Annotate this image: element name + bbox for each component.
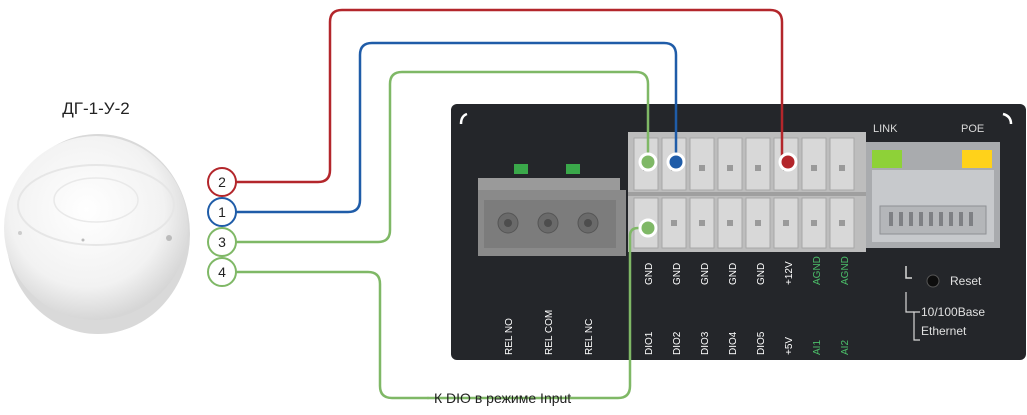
connection-dot-blue [666,152,686,172]
terminal-release-icon [811,220,817,226]
top-pin-labels: GND GND GND GND GND +12V AGND AGND [644,256,851,285]
relay-label-no: REL NO [504,318,515,355]
wire-number-1: 1 [218,204,226,220]
bottom-pin-labels: DIO1 DIO2 DIO3 DIO4 DIO5 +5V AI1 AI2 [644,331,851,355]
wire-number-4: 4 [218,264,226,280]
terminal-release-icon [727,165,733,171]
terminal-release-icon [699,220,705,226]
smoke-detector: ДГ-1-У-2 [4,99,190,334]
terminal-cell [717,137,743,191]
ethernet-port: LINK POE [866,123,1000,248]
terminal-cell [717,197,743,249]
wire-numbers: 2 1 3 4 [207,167,237,287]
terminal-release-icon [699,165,705,171]
detector-body [4,136,188,320]
wire-green-3 [234,70,650,244]
wire-red [234,8,784,184]
relay-green-tab [514,164,528,174]
detector-led-icon [166,235,172,241]
ethernet-label-1: 10/100Base [921,305,985,319]
io-block-divider [628,192,866,196]
controller-board: GND GND GND GND GND +12V AGND AGND DIO1 … [451,104,1026,360]
io-terminal-block [628,132,866,252]
ethernet-contacts [889,212,973,226]
ethernet-label-2: Ethernet [921,324,967,338]
wire-number-circle [207,227,237,257]
detector-screw-icon [18,231,22,235]
wire-green-4 [234,270,430,400]
terminal-cell [745,197,771,249]
io-terminals [633,137,855,249]
terminal-cell [801,197,827,249]
wire-number-circle [207,257,237,287]
terminal-release-icon [755,165,761,171]
pin-label-ai2: AI2 [840,340,851,355]
pin-label-gnd-5: GND [756,263,767,285]
relay-label-com: REL COM [544,310,555,355]
relay-block-top [478,178,620,192]
corner-mark-icon [1002,112,1013,125]
poe-led-icon [962,150,992,168]
connection-dot-red [778,152,798,172]
reset-button[interactable] [926,274,940,288]
terminal-release-icon [727,220,733,226]
terminal-cell [689,137,715,191]
terminal-release-icon [839,165,845,171]
terminal-release-icon [811,165,817,171]
pin-label-agnd-1: AGND [812,256,823,285]
wire-number-3: 3 [218,234,226,250]
connection-dot-green-top [638,152,658,172]
corner-mark-icon [459,112,468,125]
ethernet-bracket [913,311,920,341]
pin-label-5v: +5V [784,337,795,355]
wire-number-2: 2 [218,174,226,190]
poe-label: POE [961,123,984,135]
reset-label: Reset [950,274,982,288]
relay-green-tab [566,164,580,174]
detector-center [53,177,139,223]
annotation-label: К DIO в режиме Input [434,390,571,406]
pin-label-ai1: AI1 [812,340,823,355]
pin-label-dio1: DIO1 [644,331,655,355]
detector-dot-icon [81,238,85,242]
wire-number-circle [207,197,237,227]
pin-label-gnd-2: GND [672,263,683,285]
wire-green-dio [426,226,650,400]
pin-label-gnd-4: GND [728,263,739,285]
reset-area: Reset 10/100Base Ethernet [905,266,985,341]
connection-dots [638,152,798,238]
terminal-release-icon [839,220,845,226]
terminal-release-icon [755,220,761,226]
bracket-line [905,292,914,313]
bracket-line [905,266,912,279]
terminal-release-icon [783,220,789,226]
relay-terminal-block [478,164,626,256]
pin-label-dio3: DIO3 [700,331,711,355]
pin-label-gnd-3: GND [700,263,711,285]
terminal-cell [745,137,771,191]
connection-dot-green-bottom [638,218,658,238]
link-label: LINK [873,123,898,135]
pin-label-12v: +12V [784,261,795,285]
terminal-cell [829,137,855,191]
terminal-cell [801,137,827,191]
relay-labels: REL NO REL COM REL NC [504,310,595,355]
pin-label-dio5: DIO5 [756,331,767,355]
pin-label-gnd-1: GND [644,263,655,285]
device-title: ДГ-1-У-2 [62,99,129,118]
wire-blue [234,41,678,214]
wires [234,8,784,400]
terminal-release-icon [671,220,677,226]
pin-label-dio4: DIO4 [728,331,739,355]
link-led-icon [872,150,902,168]
pin-label-dio2: DIO2 [672,331,683,355]
wire-number-circle [207,167,237,197]
relay-label-nc: REL NC [584,319,595,355]
detector-rim [17,164,175,246]
pin-label-agnd-2: AGND [840,256,851,285]
